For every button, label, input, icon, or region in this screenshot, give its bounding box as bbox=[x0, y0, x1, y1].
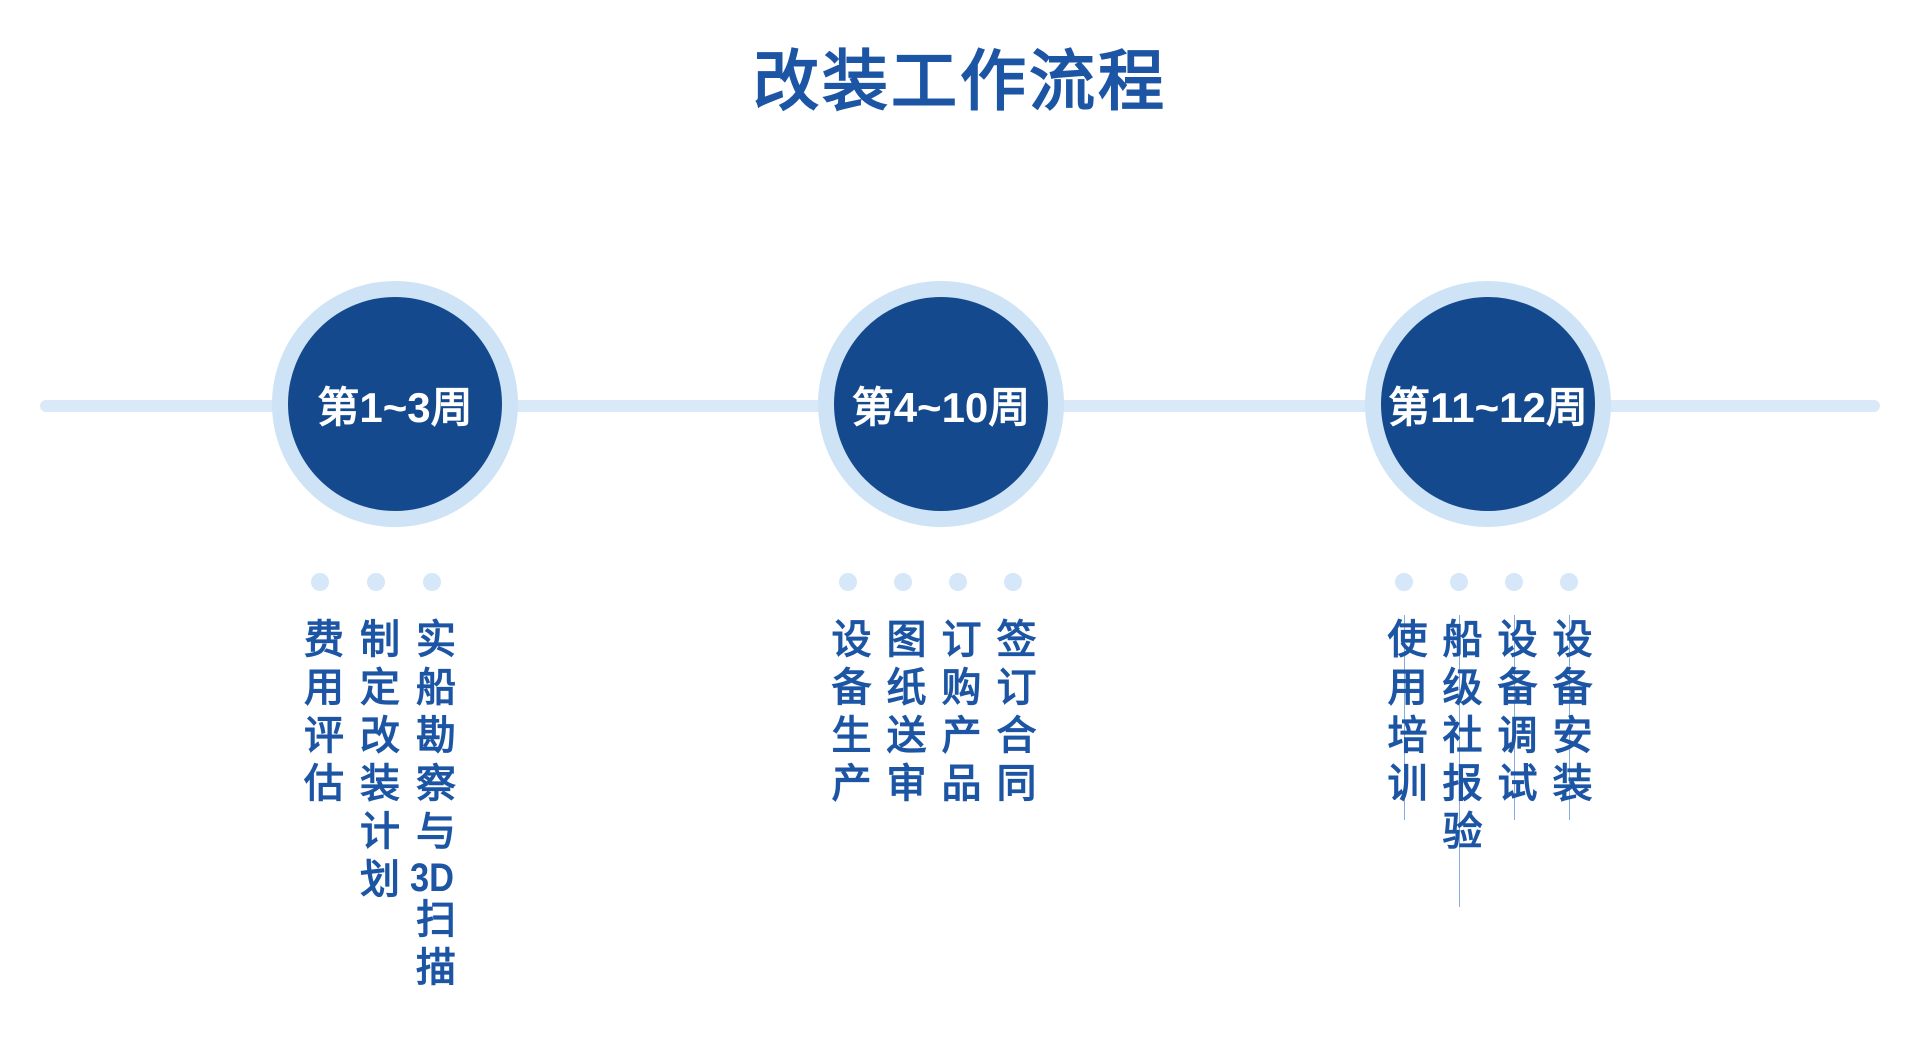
task-label-part: 扫描 bbox=[410, 898, 454, 994]
task-column: 船级社报验 bbox=[1431, 573, 1486, 907]
task-dot-icon bbox=[367, 573, 385, 591]
task-label: 订购产品 bbox=[935, 618, 980, 810]
task-dot-icon bbox=[1449, 573, 1468, 591]
task-column: 设备调试 bbox=[1486, 573, 1541, 858]
task-label: 制定改装计划 bbox=[354, 618, 398, 906]
task-label: 船级社报验 bbox=[1436, 618, 1481, 858]
phase-2-circle: 第4~10周 bbox=[818, 281, 1064, 527]
task-dot-icon bbox=[1504, 573, 1523, 591]
task-label: 签订合同 bbox=[990, 618, 1035, 810]
task-column: 图纸送审 bbox=[875, 573, 930, 810]
task-label-combined: 3D bbox=[410, 858, 454, 898]
task-label: 费用评估 bbox=[298, 618, 342, 810]
task-column: 实船勘察与3D扫描 bbox=[404, 573, 460, 994]
phase-1-week-label: 第1~3周 bbox=[317, 383, 473, 431]
task-label: 设备安装 bbox=[1546, 618, 1591, 810]
task-label: 设备生产 bbox=[825, 618, 870, 810]
phase-3-week-label: 第11~12周 bbox=[1388, 383, 1588, 431]
task-dot-icon bbox=[1559, 573, 1578, 591]
phase-2-tasks: 签订合同 订购产品 图纸送审 设备生产 bbox=[820, 573, 1040, 810]
task-dot-icon bbox=[838, 573, 857, 591]
task-column: 设备生产 bbox=[820, 573, 875, 810]
phase-3-tasks: 设备安装 设备调试 船级社报验 使用培训 bbox=[1376, 573, 1596, 907]
phase-2-week-label: 第4~10周 bbox=[851, 383, 1031, 431]
task-guide-line bbox=[1458, 615, 1460, 907]
task-label: 图纸送审 bbox=[880, 618, 925, 810]
task-column: 制定改装计划 bbox=[348, 573, 404, 994]
task-label: 使用培训 bbox=[1381, 618, 1426, 810]
task-dot-icon bbox=[1003, 573, 1022, 591]
task-label: 设备调试 bbox=[1491, 618, 1536, 810]
task-guide-line bbox=[1403, 615, 1405, 820]
phase-1-circle: 第1~3周 bbox=[272, 281, 518, 527]
phase-1-tasks: 实船勘察与3D扫描 制定改装计划 费用评估 bbox=[292, 573, 460, 994]
task-guide-line bbox=[1568, 615, 1570, 820]
task-guide-line bbox=[1513, 615, 1515, 820]
task-column: 使用培训 bbox=[1376, 573, 1431, 858]
page-title: 改装工作流程 bbox=[753, 44, 1167, 118]
task-column: 设备安装 bbox=[1541, 573, 1596, 858]
task-label-part: 实船勘察与 bbox=[410, 618, 454, 858]
task-column: 签订合同 bbox=[985, 573, 1040, 810]
task-dot-icon bbox=[893, 573, 912, 591]
task-dot-icon bbox=[311, 573, 329, 591]
task-dot-icon bbox=[423, 573, 441, 591]
task-column: 费用评估 bbox=[292, 573, 348, 994]
task-dot-icon bbox=[1394, 573, 1413, 591]
task-column: 订购产品 bbox=[930, 573, 985, 810]
task-dot-icon bbox=[948, 573, 967, 591]
phase-3-circle: 第11~12周 bbox=[1365, 281, 1611, 527]
task-label: 实船勘察与3D扫描 bbox=[410, 618, 454, 994]
